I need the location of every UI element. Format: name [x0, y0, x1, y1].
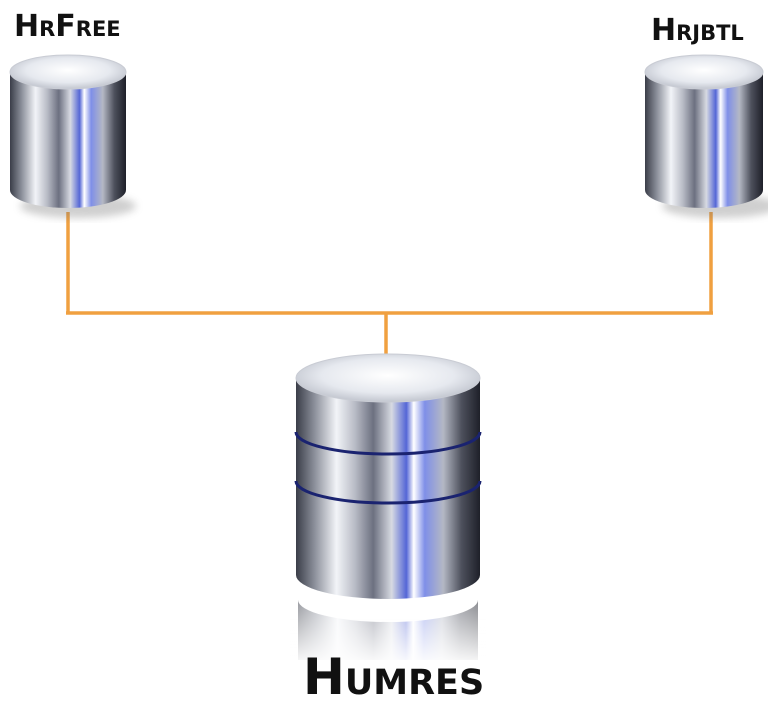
connector-lines — [66, 212, 713, 356]
node-label-right: Hrjbtl — [651, 13, 744, 48]
band-upper — [294, 431, 482, 456]
database-icon-center — [294, 353, 482, 599]
node-label-center: Humres — [303, 648, 484, 701]
database-icon-left — [9, 54, 136, 218]
node-label-left: HrFree — [14, 9, 121, 44]
database-icon-right — [644, 54, 768, 218]
database-icon-center-reflection — [290, 596, 486, 666]
band-lower — [294, 480, 482, 505]
